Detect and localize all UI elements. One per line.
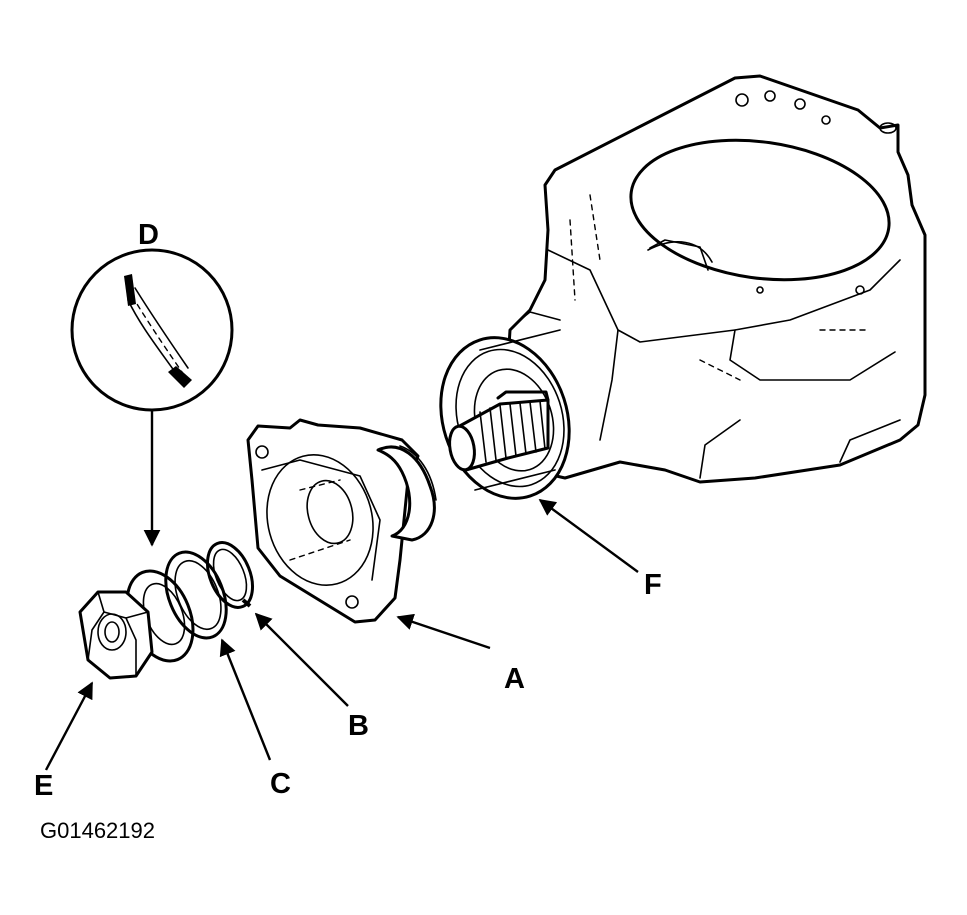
- gear-housing: [439, 74, 927, 500]
- label-f: F: [644, 569, 662, 601]
- leader-lines: [44, 499, 639, 771]
- label-c: C: [270, 768, 291, 800]
- seal-ring: [164, 550, 228, 640]
- figure-code: G01462192: [40, 818, 155, 843]
- snap-ring: [206, 541, 254, 609]
- label-d: D: [138, 219, 159, 251]
- locknut: [78, 590, 154, 680]
- detail-view: [70, 248, 234, 547]
- label-b: B: [348, 710, 369, 742]
- label-a: A: [504, 663, 525, 695]
- cover-plate: [246, 418, 437, 624]
- label-e: E: [34, 770, 53, 802]
